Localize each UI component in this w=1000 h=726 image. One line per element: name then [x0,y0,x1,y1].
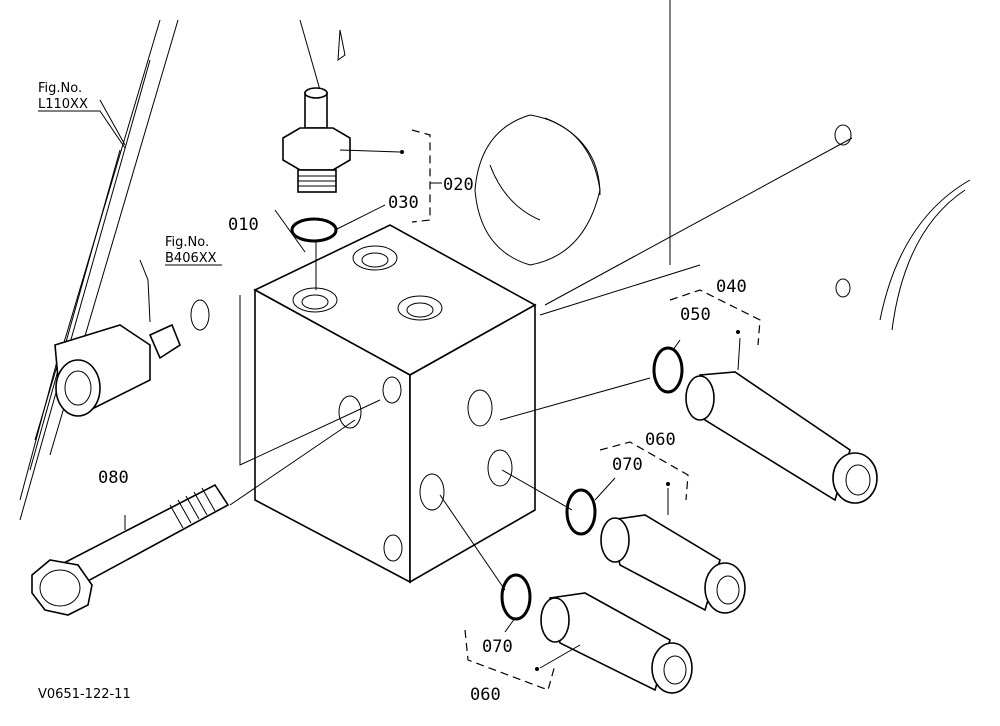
ref-fig-label: Fig.No. [38,81,82,96]
background-frame [19,0,971,521]
o-ring-070-upper [565,488,597,536]
ref-fig-code: L110XX [38,97,88,112]
callout-070-upper: 070 [612,455,643,475]
ref-fig-code: B406XX [165,251,217,266]
callout-040: 040 [716,277,747,297]
group-brackets [411,129,761,691]
sensor-b406xx [54,299,210,417]
callout-060-lower: 060 [470,685,501,705]
callout-060-upper: 060 [645,430,676,450]
pressure-sensor-020 [282,87,351,193]
callout-010: 010 [228,215,259,235]
plug-060-lower [540,592,693,694]
callout-050: 050 [680,305,711,325]
callout-070-lower: 070 [482,637,513,657]
plug-060-upper [600,514,746,614]
valve-block-010 [253,224,537,584]
o-ring-070-lower [500,573,532,621]
callout-020: 020 [443,175,474,195]
callout-030: 030 [388,193,419,213]
bolt-080 [31,483,230,616]
leader-lines [99,99,741,671]
reference-b406xx: Fig.No. B406XX [165,235,222,266]
ref-fig-label: Fig.No. [165,235,209,250]
callout-080: 080 [98,468,129,488]
o-ring-050 [652,346,684,394]
callouts: 020 030 010 040 050 060 070 080 070 060 [98,175,747,705]
drawing-code: V0651-122-11 [38,687,131,702]
o-ring-030 [290,217,338,243]
reference-l110xx: Fig.No. L110XX [38,81,126,149]
plug-040 [685,371,878,504]
